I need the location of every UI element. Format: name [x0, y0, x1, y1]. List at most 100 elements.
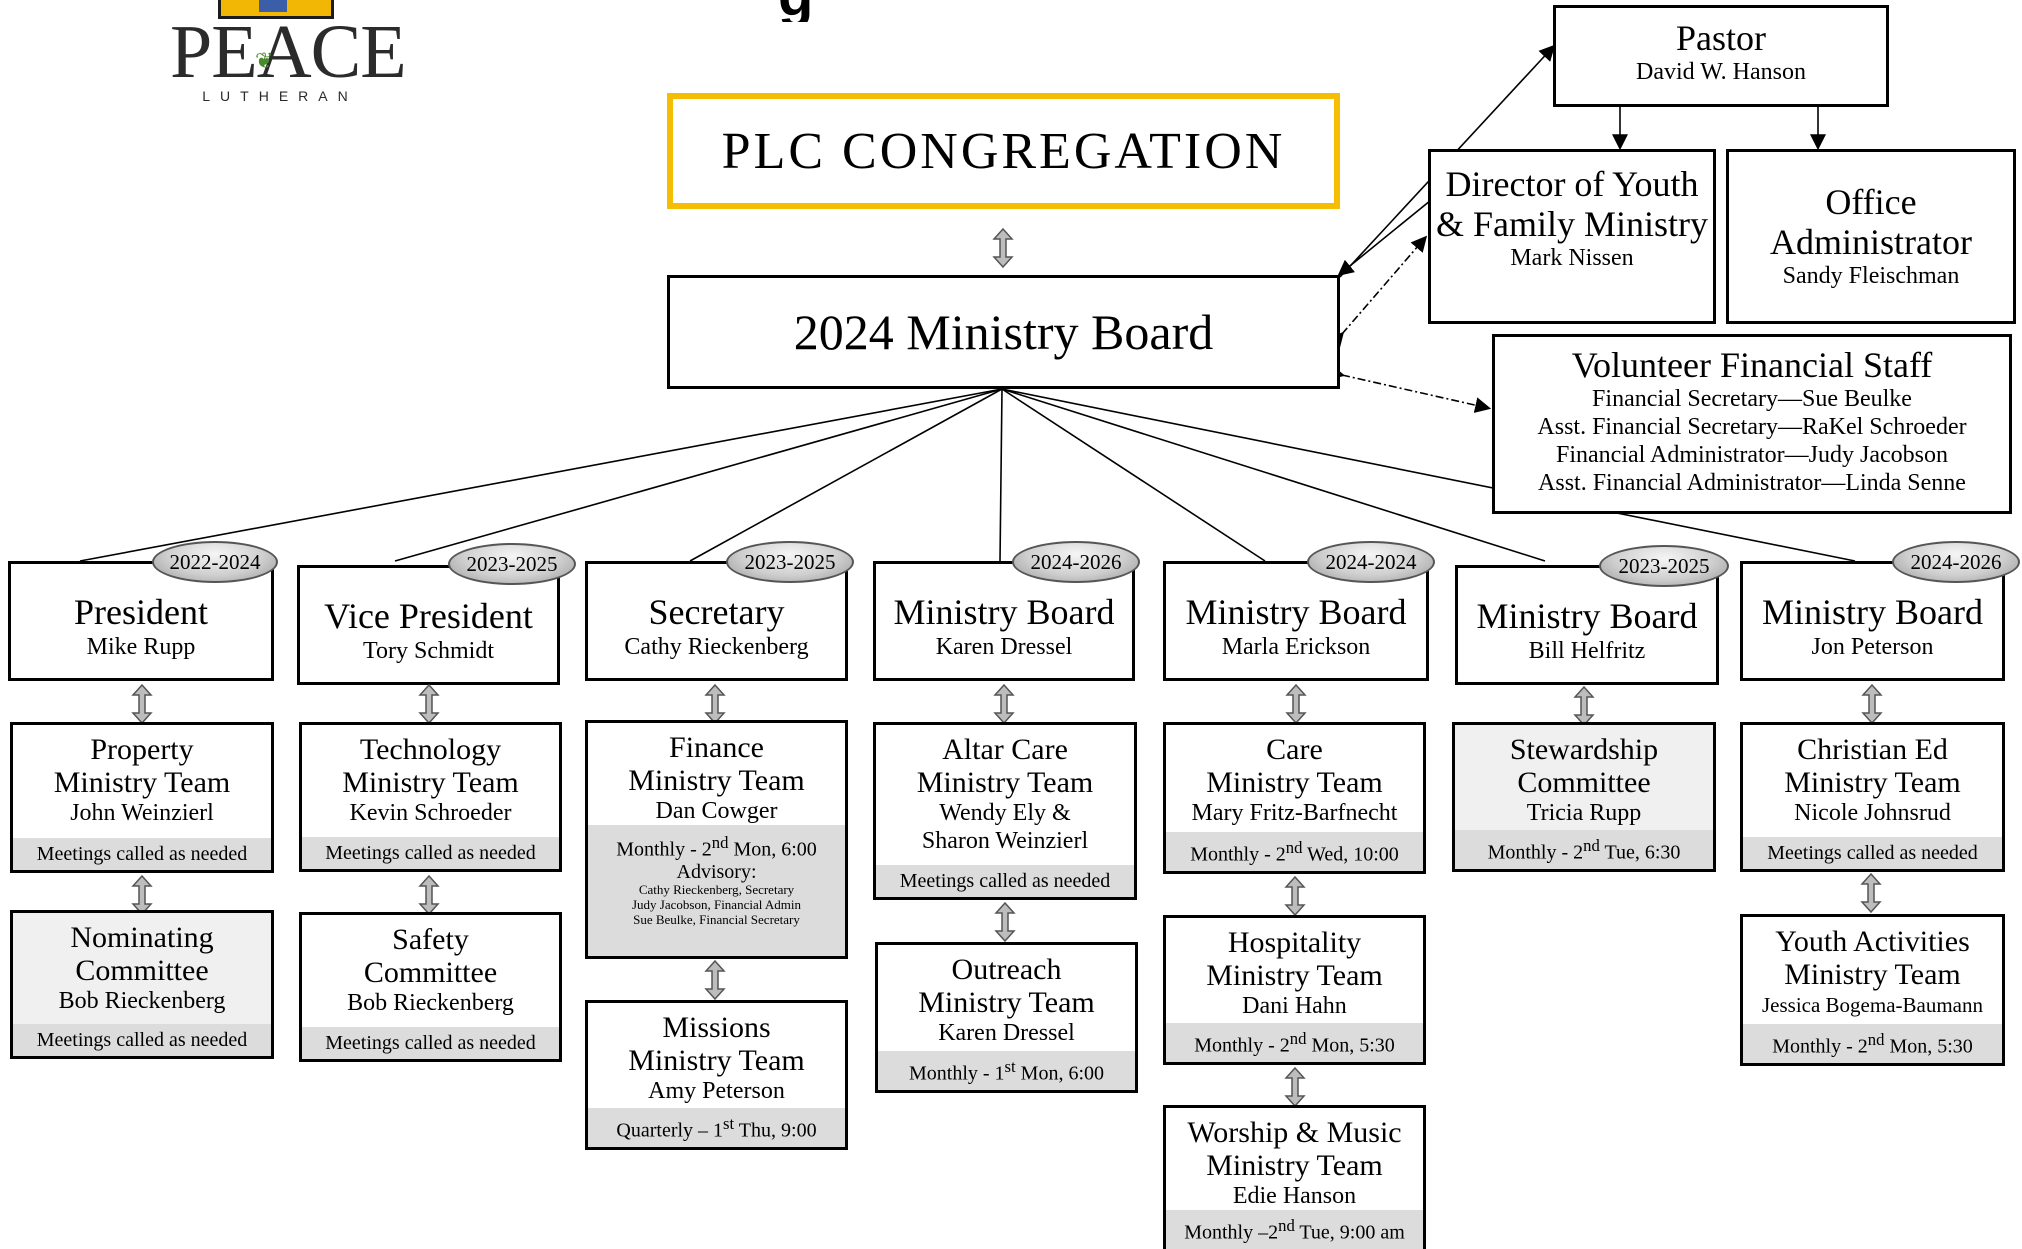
meeting-schedule: Meetings called as needed — [302, 837, 559, 869]
team-box-worship-music: Worship & Music Ministry Team Edie Hanso… — [1163, 1105, 1426, 1249]
team-box-hospitality: Hospitality Ministry Team Dani Hahn Mont… — [1163, 915, 1426, 1065]
pastor-title: Pastor — [1676, 18, 1766, 58]
meeting-schedule: Monthly - 2nd Mon, 5:30 — [1166, 1023, 1423, 1062]
leader-title: Ministry Board — [893, 592, 1115, 632]
volunteer-staff-title: Volunteer Financial Staff — [1571, 345, 1933, 385]
meeting-schedule: Meetings called as needed — [302, 1027, 559, 1059]
team-leader: Karen Dressel — [938, 1020, 1075, 1046]
leader-name: Bill Helfritz — [1528, 638, 1646, 664]
team-leader: Mary Fritz-Barfnecht — [1191, 800, 1398, 826]
team-name-line2: Ministry Team — [1784, 766, 1961, 799]
logo-wordmark: PEACE — [170, 10, 407, 94]
updown-arrow-icon — [1285, 684, 1307, 724]
leader-title: President — [74, 592, 208, 632]
team-name-line1: Youth Activities — [1775, 925, 1970, 958]
youth-director-title: Director of Youth & Family Ministry — [1435, 164, 1709, 244]
meeting-schedule: Monthly - 2nd Tue, 6:30 — [1455, 830, 1713, 869]
team-box-property: Property Ministry Team John Weinzierl Me… — [10, 722, 274, 873]
updown-arrow-icon — [131, 684, 153, 724]
team-leader: Dani Hahn — [1242, 993, 1347, 1019]
board-line-secretary — [689, 388, 1003, 562]
team-name-line2: Committee — [75, 954, 209, 987]
meeting-schedule: Monthly - 2nd Mon, 5:30 — [1743, 1024, 2002, 1063]
team-box-safety: Safety Committee Bob Rieckenberg Meeting… — [299, 912, 562, 1062]
team-box-outreach: Outreach Ministry Team Karen Dressel Mon… — [875, 942, 1138, 1093]
updown-arrow-icon — [418, 684, 440, 724]
advisory-label: Advisory: — [676, 860, 757, 883]
team-name-line1: Safety — [392, 923, 469, 956]
team-name-line2: Ministry Team — [1206, 766, 1383, 799]
term-badge: 2024-2026 — [1012, 541, 1140, 583]
board-line-erickson — [1001, 388, 1266, 562]
updown-arrow-icon — [994, 902, 1016, 942]
meeting-schedule: Monthly - 2nd Wed, 10:00 — [1166, 832, 1423, 871]
leader-name: Karen Dressel — [935, 634, 1073, 660]
meeting-schedule: Meetings called as needed — [13, 1024, 271, 1056]
leader-title: Vice President — [324, 596, 533, 636]
team-box-stewardship: Stewardship Committee Tricia Rupp Monthl… — [1452, 722, 1716, 872]
team-leader: Jessica Bogema-Baumann — [1761, 993, 1984, 1017]
logo-subtitle: LUTHERAN — [202, 88, 358, 104]
congregation-box: PLC CONGREGATION — [667, 93, 1340, 209]
updown-arrow-icon — [704, 684, 726, 724]
team-name-line2: Ministry Team — [628, 1044, 805, 1077]
team-box-care: Care Ministry Team Mary Fritz-Barfnecht … — [1163, 722, 1426, 874]
team-name-line1: Worship & Music — [1187, 1116, 1402, 1149]
updown-arrow-icon — [704, 960, 726, 1000]
team-leader: John Weinzierl — [70, 800, 214, 826]
team-leader: Sharon Weinzierl — [921, 828, 1089, 854]
team-box-christian-ed: Christian Ed Ministry Team Nicole Johnsr… — [1740, 722, 2005, 872]
term-badge: 2024-2026 — [1892, 541, 2020, 583]
board-youth-dotted — [1327, 235, 1428, 349]
volunteer-staff-row: Asst. Financial Administrator—Linda Senn… — [1538, 470, 1966, 496]
team-leader: Wendy Ely & — [939, 800, 1071, 826]
team-leader: Edie Hanson — [1232, 1183, 1357, 1209]
updown-arrow-icon — [1284, 876, 1306, 916]
team-name-line2: Ministry Team — [916, 766, 1094, 799]
board-line-helfritz — [1001, 388, 1546, 562]
board-line-dressel — [999, 388, 1003, 562]
volunteer-staff-row: Financial Administrator—Judy Jacobson — [1556, 442, 1948, 468]
volunteer-staff-row: Asst. Financial Secretary—RaKel Schroede… — [1537, 414, 1967, 440]
leader-title: Ministry Board — [1185, 592, 1407, 632]
volunteer-staff-row: Financial Secretary—Sue Beulke — [1592, 386, 1912, 412]
updown-arrow-icon — [992, 228, 1014, 268]
meeting-schedule: Meetings called as needed — [876, 865, 1134, 897]
team-name-line2: Ministry Team — [1206, 959, 1383, 992]
team-name-line1: Stewardship — [1509, 733, 1659, 766]
advisory-member: Judy Jacobson, Financial Admin — [632, 896, 801, 912]
team-name-line2: Committee — [363, 956, 498, 989]
updown-arrow-icon — [418, 875, 440, 915]
updown-arrow-icon — [993, 684, 1015, 724]
meeting-schedule: Quarterly – 1st Thu, 9:00 — [588, 1108, 845, 1147]
board-line-president — [79, 388, 1003, 562]
leader-name: Jon Peterson — [1811, 634, 1934, 660]
office-admin-name: Sandy Fleischman — [1782, 263, 1960, 289]
team-box-altar-care: Altar Care Ministry Team Wendy Ely & Sha… — [873, 722, 1137, 900]
team-box-missions: Missions Ministry Team Amy Peterson Quar… — [585, 1000, 848, 1150]
team-box-finance: Finance Ministry Team Dan Cowger Monthly… — [585, 720, 848, 959]
updown-arrow-icon — [1284, 1067, 1306, 1107]
office-admin-box: Office Administrator Sandy Fleischman — [1726, 149, 2016, 324]
logo-emblem — [218, 0, 334, 19]
team-name-line1: Hospitality — [1227, 926, 1362, 959]
meeting-schedule: Meetings called as needed — [1743, 837, 2002, 869]
leader-title: Ministry Board — [1476, 596, 1698, 636]
advisory-member: Sue Beulke, Financial Secretary — [633, 911, 800, 927]
leader-title: Secretary — [648, 592, 785, 632]
meeting-schedule: Monthly - 1st Mon, 6:00 — [878, 1051, 1135, 1090]
leader-name: Marla Erickson — [1221, 634, 1371, 660]
team-name-line1: Nominating — [70, 921, 214, 954]
team-name-line1: Finance — [669, 731, 764, 764]
team-name-line2: Committee — [1517, 766, 1651, 799]
team-leader: Amy Peterson — [648, 1078, 785, 1104]
board-finance-dotted — [1327, 364, 1492, 413]
team-name-line1: Outreach — [951, 953, 1062, 986]
board-line-vice-president — [394, 388, 1003, 562]
team-box-technology: Technology Ministry Team Kevin Schroeder… — [299, 722, 562, 872]
term-badge: 2023-2025 — [1599, 545, 1729, 587]
team-name-line1: Technology — [359, 733, 502, 766]
team-name-line1: Altar Care — [942, 733, 1068, 766]
team-leader: Kevin Schroeder — [349, 800, 512, 826]
